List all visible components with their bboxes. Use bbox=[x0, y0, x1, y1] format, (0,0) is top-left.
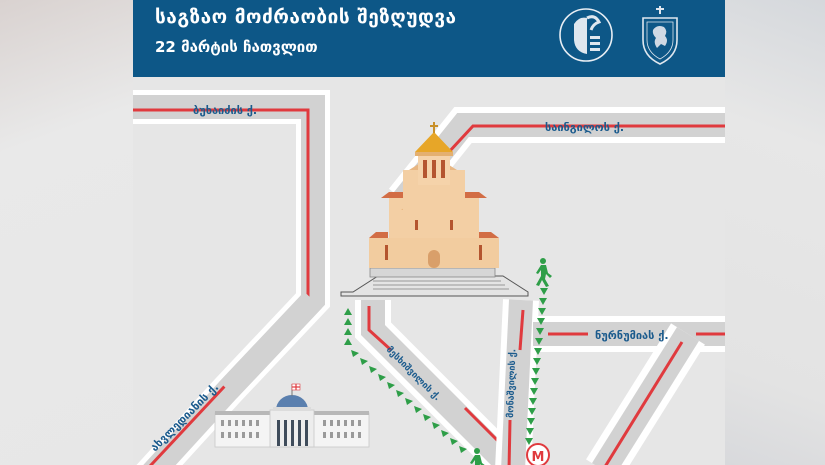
road-akhvlediani bbox=[219, 291, 322, 399]
label-bukhaidze: ბუხაიძის ქ. bbox=[193, 104, 257, 117]
tbilisi-coat-of-arms-icon bbox=[642, 6, 678, 65]
police-emblem-icon bbox=[559, 8, 613, 62]
cathedral-icon bbox=[340, 122, 529, 297]
road-monashvili bbox=[495, 299, 539, 465]
traffic-restriction-map: ბუხაიძის ქ. საინგილოს ქ. ნურნუმიას ქ. ახ… bbox=[133, 0, 725, 465]
label-monashvili: მონაშვილის ქ. bbox=[506, 349, 518, 418]
page-title: საგზაო მოძრაობის შეზღუდვა bbox=[155, 6, 457, 28]
background-right bbox=[725, 0, 825, 465]
road-meskhishvili bbox=[355, 300, 516, 465]
pedestrian-route-right bbox=[525, 288, 548, 445]
pedestrian-icon-bottom bbox=[470, 448, 485, 465]
road-nurnumia bbox=[533, 316, 725, 465]
page-subtitle: 22 მარტის ჩათვლით bbox=[155, 38, 318, 56]
header-banner: საგზაო მოძრაობის შეზღუდვა 22 მარტის ჩათვ… bbox=[133, 0, 725, 77]
presidential-palace-icon bbox=[214, 383, 370, 448]
metro-icon: M bbox=[526, 443, 550, 465]
pedestrian-route-left bbox=[344, 308, 467, 453]
map-canvas: ბუხაიძის ქ. საინგილოს ქ. ნურნუმიას ქ. ახ… bbox=[133, 90, 725, 465]
svg-text:M: M bbox=[532, 450, 545, 465]
label-saingilo: საინგილოს ქ. bbox=[545, 121, 624, 134]
label-nurnumia: ნურნუმიას ქ. bbox=[595, 329, 669, 342]
background-left bbox=[0, 0, 133, 465]
pedestrian-icon-top bbox=[536, 258, 552, 287]
